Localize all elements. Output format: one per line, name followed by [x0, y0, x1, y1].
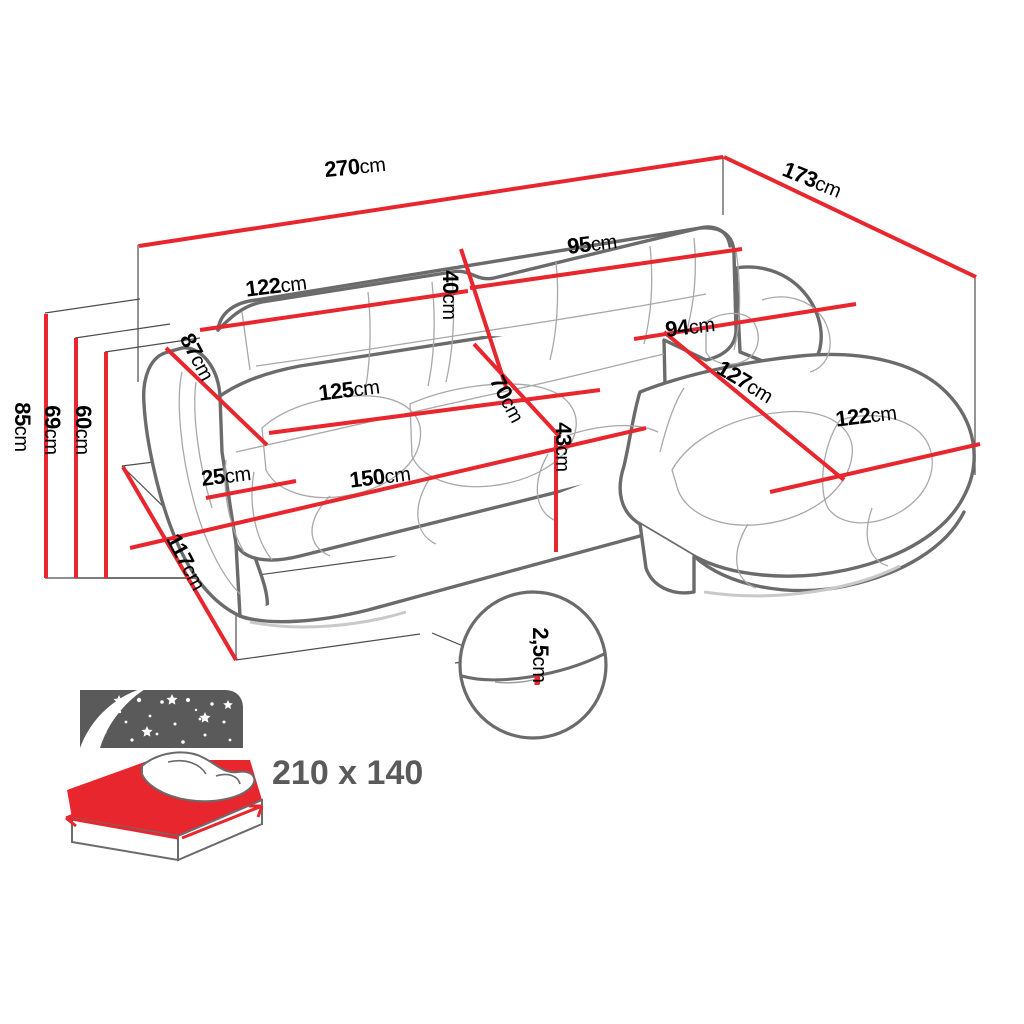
dimline-94	[633, 302, 857, 341]
dimline-95	[469, 247, 743, 290]
chaise-outline	[618, 352, 976, 578]
dimension-lines	[44, 155, 981, 685]
stars-group	[87, 694, 233, 752]
dimline-122-chaise	[769, 442, 981, 494]
dimline-40	[459, 248, 508, 388]
seat-left-edge	[234, 542, 242, 618]
sofa-outline	[142, 225, 976, 624]
dimline-150	[129, 426, 647, 550]
dimline-70	[472, 342, 562, 439]
chaise-left-edge	[638, 522, 696, 595]
detail-callout-circle	[458, 590, 608, 740]
dimline-127	[662, 330, 846, 482]
dimline-117	[121, 465, 238, 662]
pillow-shape	[141, 751, 256, 803]
moon-swoosh	[80, 686, 150, 748]
dimline-122-back	[199, 289, 469, 332]
dimline-173	[723, 155, 977, 279]
mattress-dim-arrows	[65, 804, 264, 840]
dimline-87	[164, 346, 269, 447]
shadow-hints	[249, 564, 901, 629]
dimline-125	[268, 388, 601, 435]
dimline-25	[205, 479, 297, 500]
backrest-top-edge	[216, 225, 732, 332]
mattress-night-icon	[65, 686, 264, 862]
dimline-270	[138, 155, 724, 248]
sleeping-area-label: 210 x 140	[272, 754, 424, 792]
